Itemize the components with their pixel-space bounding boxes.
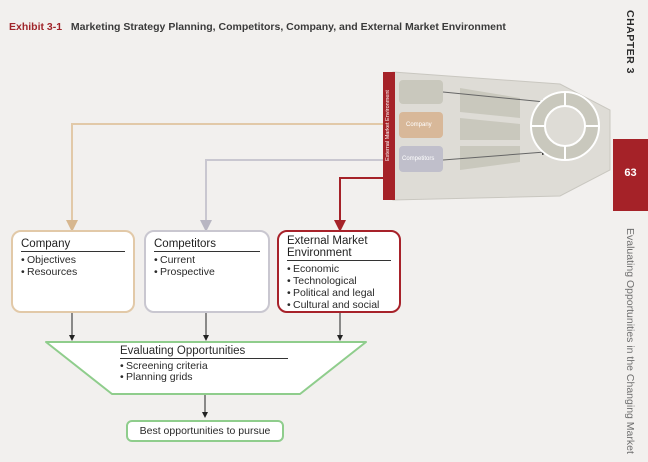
external-environment-box: External Market Environment Economic Tec… — [277, 230, 401, 313]
page-number-tab: 63 — [613, 139, 648, 211]
competitors-list: Current Prospective — [154, 254, 260, 278]
evaluating-heading: Evaluating Opportunities — [120, 345, 288, 359]
company-box: Company Objectives Resources — [11, 230, 135, 313]
environment-bar — [383, 72, 395, 200]
company-item: Resources — [21, 266, 125, 278]
competitors-item: Current — [154, 254, 260, 266]
fan-block-company — [399, 112, 443, 138]
exhibit-heading: Marketing Strategy Planning, Competitors… — [70, 21, 506, 33]
evaluating-item: Screening criteria — [120, 361, 300, 373]
chapter-subtitle: Evaluating Opportunities in the Changing… — [624, 228, 636, 454]
external-item: Cultural and social — [287, 299, 391, 311]
evaluating-opportunities: Evaluating Opportunities Screening crite… — [120, 345, 300, 383]
fan-mid-block-2 — [460, 118, 520, 140]
competitors-heading: Competitors — [154, 238, 260, 253]
connector-external — [334, 177, 383, 232]
exhibit-number: Exhibit 3-1 — [9, 21, 63, 33]
evaluating-item: Planning grids — [120, 372, 300, 384]
connector-company — [66, 123, 383, 232]
company-heading: Company — [21, 238, 125, 253]
competitors-box: Competitors Current Prospective — [144, 230, 270, 313]
fan-block-1 — [399, 80, 443, 104]
fan-mid-block-3 — [460, 146, 520, 170]
strategy-fan-graphic — [383, 71, 611, 201]
fan-block-competitors — [399, 146, 443, 172]
external-item: Political and legal — [287, 287, 391, 299]
evaluating-list: Screening criteria Planning grids — [120, 361, 300, 384]
external-heading: External Market Environment — [287, 235, 391, 262]
company-item: Objectives — [21, 254, 125, 266]
external-item: Economic — [287, 263, 391, 275]
external-list: Economic Technological Political and leg… — [287, 263, 391, 311]
external-item: Technological — [287, 275, 391, 287]
fan-company-label: Company — [406, 122, 432, 128]
target-circle-inner — [544, 105, 586, 147]
connector-competitors — [200, 159, 383, 232]
competitors-item: Prospective — [154, 266, 260, 278]
company-list: Objectives Resources — [21, 254, 125, 278]
exhibit-title: Exhibit 3-1 Marketing Strategy Planning,… — [9, 21, 506, 33]
chapter-label: CHAPTER 3 — [624, 10, 636, 75]
environment-bar-label: External Market Environment — [385, 90, 391, 162]
best-opportunities-box: Best opportunities to pursue — [126, 420, 284, 442]
fan-competitors-label: Competitors — [402, 156, 435, 162]
